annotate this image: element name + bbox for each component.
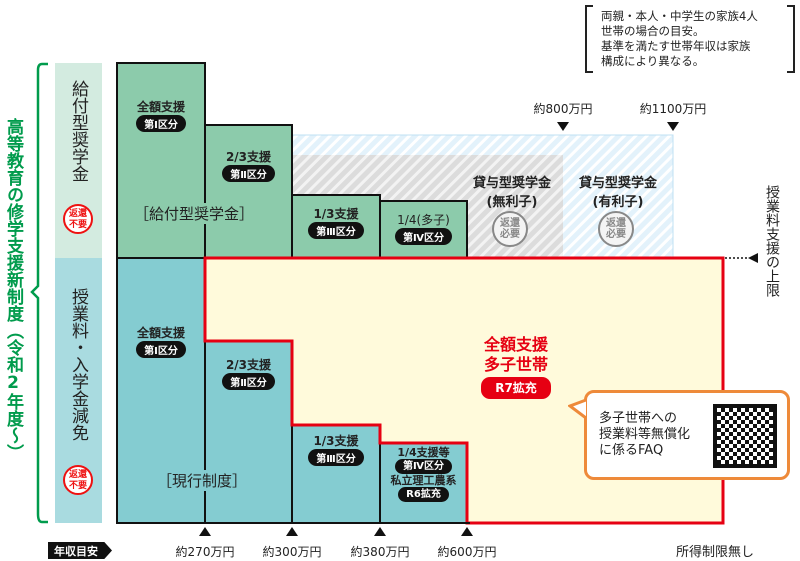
system-title: 高等教育の修学支援新制度（令和2年度～） [3,118,23,461]
grant-col-4-label: 1/4(多子)第Ⅳ区分 [380,211,467,245]
loan-interest-label: 貸与型奨学金(有利子) [578,176,657,210]
tuition-col-2 [204,340,293,524]
limit-800: 約800万円 [533,102,593,116]
limit-arrow [748,253,758,263]
grant-section-label: ［給付型奨学金］ [132,203,257,224]
no-repayment-stamp: 返還不要 [63,465,93,495]
brace [30,62,48,524]
tick-label: 約600万円 [437,545,497,559]
faq-bubble[interactable]: 多子世帯への授業料等無償化に係るFAQ [584,390,790,480]
grant-row-label: 給付型奨学金 [68,80,88,182]
tuition-col-1-label: 全額支援第Ⅰ区分 [136,326,186,358]
income-axis-label: 年収目安 [48,542,112,559]
tuition-col-3-label: 1/3支援第Ⅲ区分 [292,432,380,466]
grant-col-2-label: 2/3支援第Ⅱ区分 [205,148,292,182]
tuition-limit-label: 授業料支援の上限 [764,185,780,297]
tick-marker [461,527,473,536]
tuition-col-3 [291,424,381,524]
no-repayment-stamp: 返還不要 [63,204,93,234]
limit-1100: 約1100万円 [639,102,707,116]
qr-code-icon[interactable] [713,404,777,468]
tuition-col-2-label: 2/3支援第Ⅱ区分 [205,356,292,390]
tick-marker [374,527,386,536]
tick-marker [286,527,298,536]
grant-col-1-label: 全額支援第Ⅰ区分 [136,100,186,132]
tick-label: 約270万円 [175,545,235,559]
tick-label: 約300万円 [262,545,322,559]
faq-text: 多子世帯への授業料等無償化に係るFAQ [599,411,691,458]
grant-col-1 [116,62,206,259]
tuition-row-label: 授業料・入学金減免 [68,288,88,441]
tick-marker [199,527,211,536]
note-box: 両親・本人・中学生の家族4人世帯の場合の目安。基準を満たす世帯年収は家族構成によ… [585,5,795,73]
current-system-label: ［現行制度］ [155,470,250,491]
grant-col-3-label: 1/3支援第Ⅲ区分 [292,205,380,239]
grant-col-2 [204,124,293,259]
loan-no-interest-label: 貸与型奨学金(無利子) [472,176,551,210]
tick-label: 約380万円 [350,545,410,559]
repayment-required-stamp: 返還必要 [598,211,634,247]
repayment-required-stamp: 返還必要 [492,211,528,247]
bubble-tail [568,398,587,420]
no-income-limit-label: 所得制限無し [676,545,755,560]
